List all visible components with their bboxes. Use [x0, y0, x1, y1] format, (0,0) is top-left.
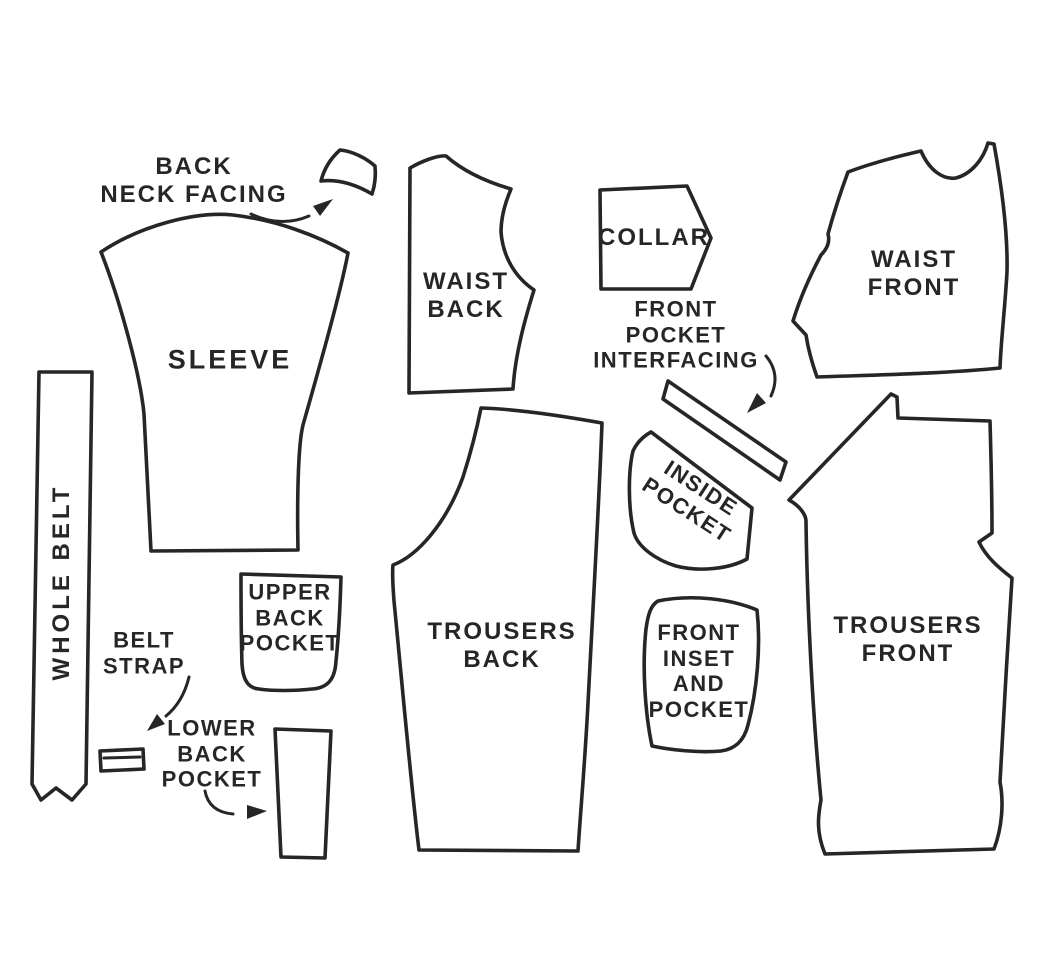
label-line: BACK [463, 646, 541, 673]
label-line: POCKET [625, 322, 727, 348]
label-line: FRONT [634, 296, 718, 322]
label-line: POCKET [239, 630, 341, 656]
label-line: BACK [177, 741, 247, 767]
label-whole-belt: WHOLE BELT [48, 484, 76, 681]
label-line: WHOLE BELT [48, 483, 76, 681]
label-sleeve: SLEEVE [168, 344, 293, 375]
label-line: AND [672, 671, 726, 696]
label-front-pocket-interfacing: FRONT POCKET INTERFACING [593, 297, 759, 374]
piece-collar-outline [598, 184, 713, 291]
label-line: UPPER [248, 579, 332, 605]
label-line: FRONT [657, 619, 741, 645]
piece-waist-back-outline [407, 154, 536, 395]
arrowhead-back-neck-facing [313, 199, 333, 216]
label-line: INSET [662, 645, 736, 671]
label-line: BACK [427, 296, 505, 323]
piece-lower-back-pocket-outline [273, 727, 333, 860]
piece-front-inset-and-pocket-outline [642, 596, 761, 754]
label-line: WAIST [423, 268, 509, 296]
piece-belt-strap-outline [98, 747, 146, 773]
label-line: LOWER [167, 715, 257, 741]
piece-inside-pocket-outline [627, 430, 754, 571]
label-lower-back-pocket: LOWER BACK POCKET [162, 716, 263, 793]
label-line: POCKET [161, 766, 263, 792]
arrowhead-belt-strap [147, 714, 165, 731]
piece-trousers-back-outline [390, 406, 604, 853]
label-front-inset-and-pocket: FRONT INSET AND POCKET [649, 620, 750, 722]
belt-strap-fold-line [102, 755, 142, 760]
label-upper-back-pocket: UPPER BACK POCKET [240, 580, 341, 657]
piece-back-neck-facing-outline [319, 148, 378, 196]
piece-waist-front-outline [791, 141, 1009, 379]
piece-upper-back-pocket-outline [239, 572, 343, 693]
label-collar: COLLAR [598, 224, 710, 252]
arrow-lower-back-pocket [203, 789, 235, 816]
piece-front-pocket-interfacing-outline [661, 379, 788, 482]
piece-trousers-front-outline [787, 392, 1014, 856]
label-line: NECK FACING [100, 181, 288, 208]
label-line: BELT [113, 627, 175, 653]
arrow-belt-strap [164, 675, 191, 718]
arrowhead-front-pocket-interfacing [747, 393, 766, 413]
label-line: BACK [255, 605, 325, 631]
label-back-neck-facing: BACK NECK FACING [100, 153, 287, 209]
label-trousers-front: TROUSERS FRONT [833, 612, 982, 668]
label-line: TROUSERS [427, 618, 577, 646]
label-line: FRONT [867, 274, 961, 301]
label-line: COLLAR [598, 224, 710, 252]
label-line: SLEEVE [167, 344, 293, 375]
piece-whole-belt-outline [30, 370, 94, 802]
arrowhead-lower-back-pocket [247, 805, 267, 819]
label-line: FRONT [861, 640, 955, 667]
label-line: BACK [155, 153, 233, 181]
arrow-back-neck-facing [249, 212, 311, 223]
label-line: STRAP [102, 653, 186, 678]
label-line: WAIST [871, 246, 957, 274]
label-waist-back: WAIST BACK [423, 268, 509, 324]
label-line: TROUSERS [833, 612, 983, 640]
label-waist-front: WAIST FRONT [868, 246, 961, 302]
label-line: INTERFACING [593, 347, 759, 373]
piece-sleeve-outline [99, 212, 350, 553]
label-line: POCKET [648, 696, 750, 722]
label-trousers-back: TROUSERS BACK [427, 618, 576, 674]
arrow-front-pocket-interfacing [764, 354, 777, 398]
label-belt-strap: BELT STRAP [103, 627, 185, 678]
